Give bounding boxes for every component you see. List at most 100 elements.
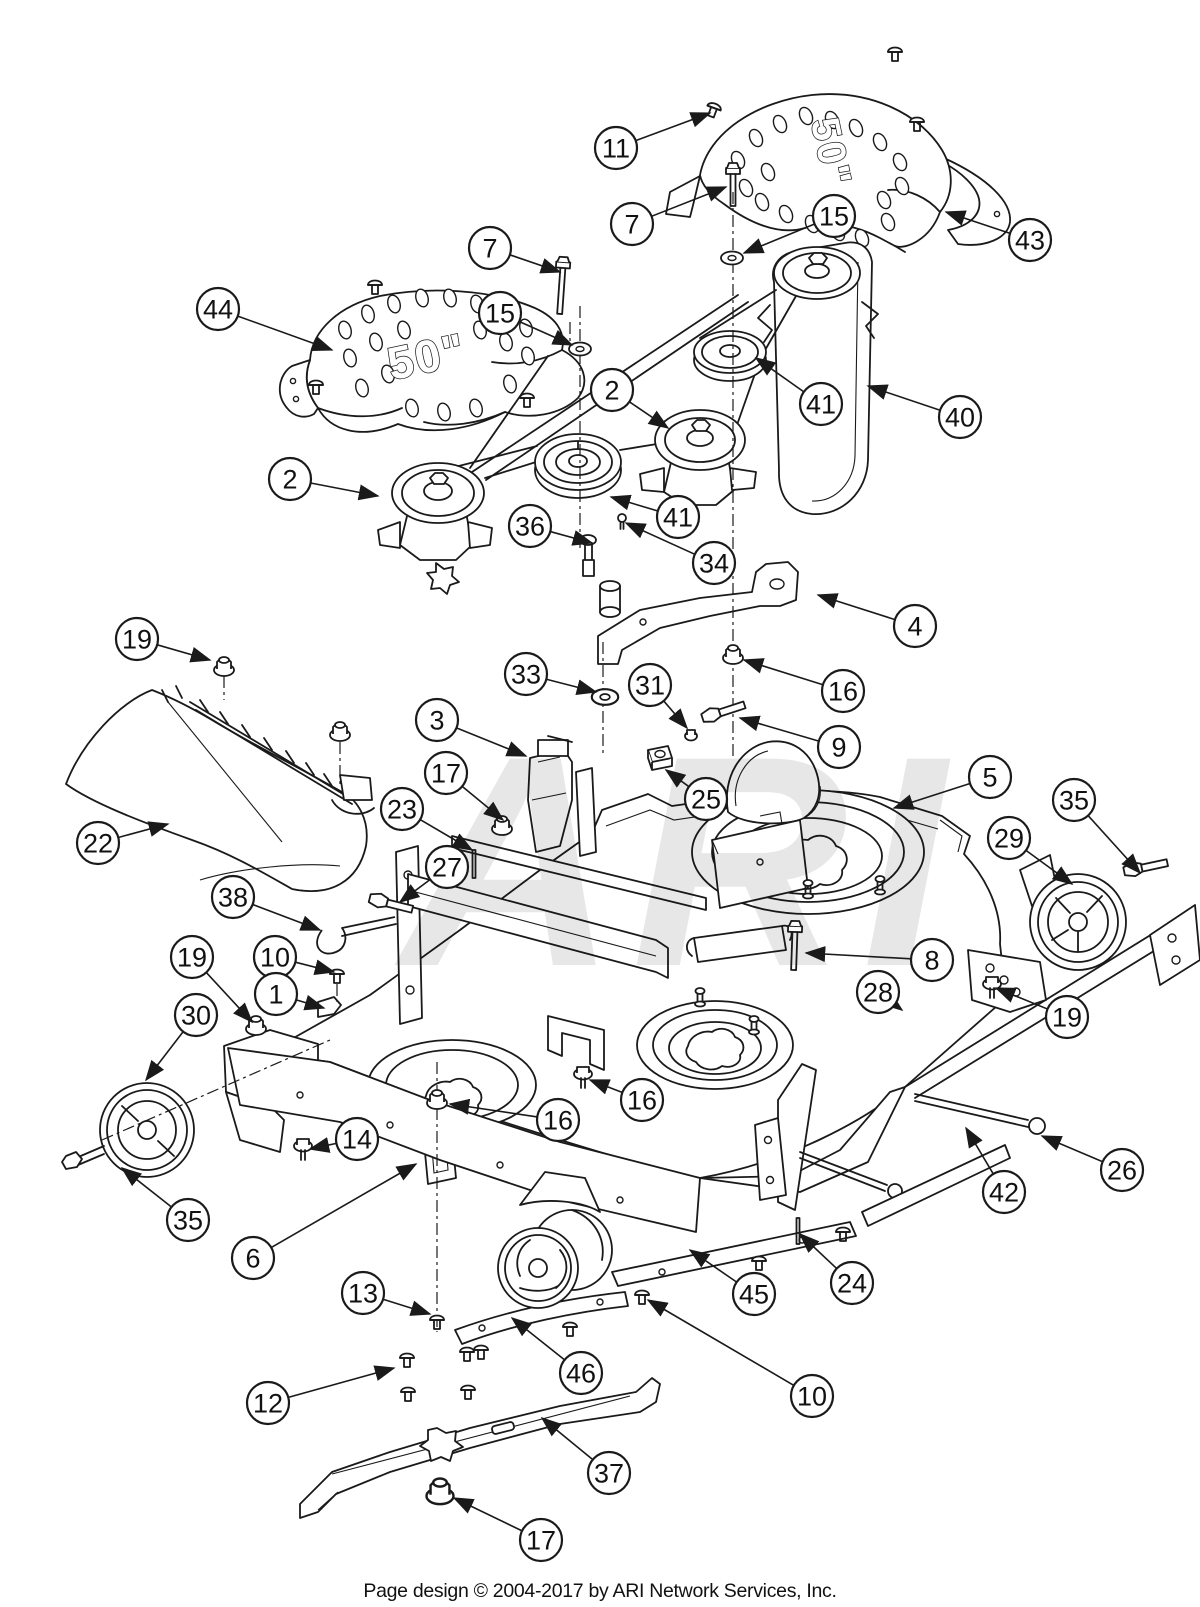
callout-42[interactable]: 42 bbox=[965, 1126, 1027, 1215]
callout-bubble-34[interactable] bbox=[691, 540, 737, 586]
callout-10[interactable]: 10 bbox=[646, 1299, 835, 1419]
callout-10[interactable]: 10 bbox=[252, 934, 336, 980]
callout-46[interactable]: 46 bbox=[510, 1317, 604, 1396]
callout-bubble-19[interactable] bbox=[114, 616, 160, 662]
callout-bubble-1[interactable] bbox=[253, 971, 299, 1017]
callout-2[interactable]: 2 bbox=[589, 367, 670, 429]
callout-bubble-41[interactable] bbox=[798, 381, 844, 427]
callout-2[interactable]: 2 bbox=[267, 456, 380, 502]
callout-bubble-6[interactable] bbox=[230, 1235, 276, 1281]
callout-bubble-7[interactable] bbox=[467, 225, 513, 271]
callout-bubble-41[interactable] bbox=[655, 494, 701, 540]
callout-bubble-25[interactable] bbox=[683, 776, 729, 822]
callout-bubble-30[interactable] bbox=[173, 992, 219, 1038]
callout-43[interactable]: 43 bbox=[944, 210, 1053, 263]
callout-35[interactable]: 35 bbox=[120, 1167, 211, 1243]
callout-13[interactable]: 13 bbox=[340, 1270, 432, 1316]
callout-30[interactable]: 30 bbox=[145, 992, 219, 1082]
callout-28[interactable]: 28 bbox=[855, 969, 904, 1015]
callout-bubble-40[interactable] bbox=[937, 394, 983, 440]
callout-bubble-31[interactable] bbox=[627, 662, 673, 708]
callout-bubble-44[interactable] bbox=[195, 286, 241, 332]
callout-bubble-46[interactable] bbox=[558, 1350, 604, 1396]
callout-17[interactable]: 17 bbox=[452, 1497, 564, 1563]
callout-24[interactable]: 24 bbox=[798, 1232, 875, 1306]
callout-bubble-2[interactable] bbox=[589, 367, 635, 413]
callout-3[interactable]: 3 bbox=[414, 697, 528, 757]
callout-bubble-16[interactable] bbox=[619, 1077, 665, 1123]
callout-26[interactable]: 26 bbox=[1040, 1135, 1145, 1193]
callout-36[interactable]: 36 bbox=[507, 503, 594, 549]
callout-35[interactable]: 35 bbox=[1051, 777, 1142, 875]
callout-bubble-19[interactable] bbox=[1044, 994, 1090, 1040]
callout-bubble-28[interactable] bbox=[855, 969, 901, 1015]
callout-16[interactable]: 16 bbox=[588, 1077, 665, 1123]
callout-19[interactable]: 19 bbox=[169, 934, 254, 1024]
callout-31[interactable]: 31 bbox=[627, 662, 689, 730]
callout-8[interactable]: 8 bbox=[804, 937, 955, 983]
callout-16[interactable]: 16 bbox=[742, 658, 866, 714]
callout-12[interactable]: 12 bbox=[245, 1365, 396, 1426]
callout-6[interactable]: 6 bbox=[230, 1163, 418, 1281]
callout-bubble-42[interactable] bbox=[981, 1169, 1027, 1215]
callout-bubble-10[interactable] bbox=[789, 1373, 835, 1419]
callout-bubble-22[interactable] bbox=[75, 820, 121, 866]
callout-7[interactable]: 7 bbox=[467, 225, 562, 274]
callout-38[interactable]: 38 bbox=[210, 874, 322, 931]
callout-15[interactable]: 15 bbox=[742, 193, 857, 254]
callout-29[interactable]: 29 bbox=[986, 815, 1074, 885]
callout-15[interactable]: 15 bbox=[477, 290, 574, 346]
callout-41[interactable]: 41 bbox=[754, 357, 844, 427]
callout-bubble-3[interactable] bbox=[414, 697, 460, 743]
callout-45[interactable]: 45 bbox=[688, 1249, 777, 1317]
callout-16[interactable]: 16 bbox=[448, 1097, 581, 1143]
callout-bubble-17[interactable] bbox=[423, 750, 469, 796]
callout-37[interactable]: 37 bbox=[540, 1416, 632, 1496]
callout-bubble-2[interactable] bbox=[267, 456, 313, 502]
callout-44[interactable]: 44 bbox=[195, 286, 334, 352]
callout-25[interactable]: 25 bbox=[664, 769, 729, 822]
callout-bubble-14[interactable] bbox=[334, 1116, 380, 1162]
callout-bubble-11[interactable] bbox=[593, 125, 639, 171]
callout-bubble-23[interactable] bbox=[379, 786, 425, 832]
callout-bubble-26[interactable] bbox=[1099, 1147, 1145, 1193]
callout-19[interactable]: 19 bbox=[994, 987, 1090, 1040]
callout-bubble-38[interactable] bbox=[210, 874, 256, 920]
callout-5[interactable]: 5 bbox=[892, 754, 1013, 810]
callout-14[interactable]: 14 bbox=[308, 1116, 380, 1162]
callout-bubble-5[interactable] bbox=[967, 754, 1013, 800]
callout-bubble-37[interactable] bbox=[586, 1450, 632, 1496]
callout-bubble-7[interactable] bbox=[609, 201, 655, 247]
callout-40[interactable]: 40 bbox=[866, 384, 983, 440]
callout-bubble-15[interactable] bbox=[477, 290, 523, 336]
callout-bubble-13[interactable] bbox=[340, 1270, 386, 1316]
callout-bubble-27[interactable] bbox=[424, 844, 470, 890]
callout-bubble-43[interactable] bbox=[1007, 217, 1053, 263]
callout-19[interactable]: 19 bbox=[114, 616, 212, 663]
callout-bubble-45[interactable] bbox=[731, 1271, 777, 1317]
callout-bubble-16[interactable] bbox=[535, 1097, 581, 1143]
callout-bubble-29[interactable] bbox=[986, 815, 1032, 861]
callout-bubble-17[interactable] bbox=[518, 1517, 564, 1563]
callout-17[interactable]: 17 bbox=[423, 750, 505, 822]
callout-41[interactable]: 41 bbox=[609, 494, 701, 540]
callout-22[interactable]: 22 bbox=[75, 820, 170, 866]
callout-34[interactable]: 34 bbox=[624, 522, 737, 586]
callout-bubble-15[interactable] bbox=[811, 193, 857, 239]
callout-bubble-16[interactable] bbox=[820, 668, 866, 714]
callout-23[interactable]: 23 bbox=[379, 786, 474, 851]
callout-bubble-35[interactable] bbox=[1051, 777, 1097, 823]
callout-bubble-12[interactable] bbox=[245, 1380, 291, 1426]
callout-bubble-19[interactable] bbox=[169, 934, 215, 980]
callout-bubble-9[interactable] bbox=[816, 724, 862, 770]
callout-33[interactable]: 33 bbox=[503, 651, 598, 697]
callout-4[interactable]: 4 bbox=[816, 593, 938, 649]
callout-bubble-33[interactable] bbox=[503, 651, 549, 697]
callout-1[interactable]: 1 bbox=[253, 971, 326, 1017]
callout-bubble-4[interactable] bbox=[892, 603, 938, 649]
callout-bubble-35[interactable] bbox=[165, 1197, 211, 1243]
callout-27[interactable]: 27 bbox=[398, 844, 470, 903]
callout-7[interactable]: 7 bbox=[609, 186, 728, 247]
callout-9[interactable]: 9 bbox=[738, 715, 862, 770]
callout-bubble-24[interactable] bbox=[829, 1260, 875, 1306]
